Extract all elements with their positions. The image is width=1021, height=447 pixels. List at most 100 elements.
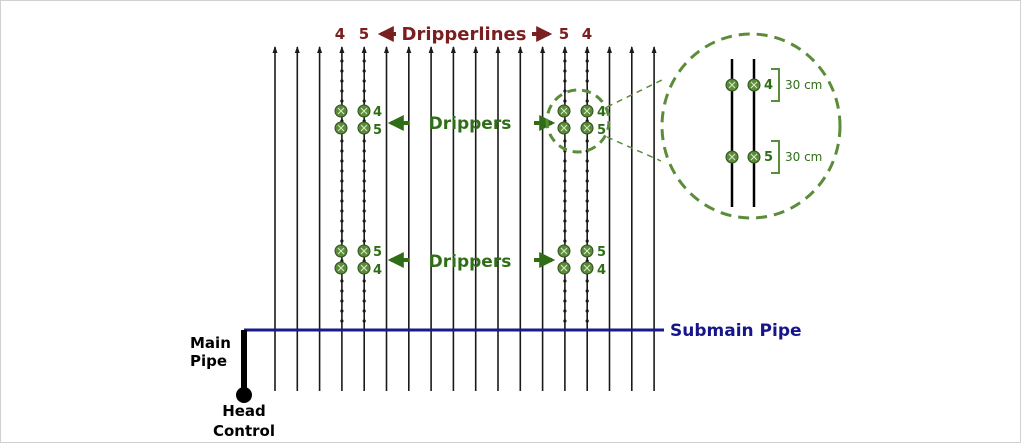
emitter-dot bbox=[340, 169, 344, 173]
drip-number: 5 bbox=[597, 245, 606, 260]
emitter-dot bbox=[362, 209, 366, 213]
emitter-dot bbox=[563, 209, 567, 213]
emitter-dot bbox=[340, 299, 344, 303]
emitter-dot bbox=[585, 229, 589, 233]
dripper-mark bbox=[560, 264, 568, 272]
emitter-dot bbox=[340, 149, 344, 153]
emitter-dot bbox=[585, 179, 589, 183]
emitter-dot bbox=[563, 239, 567, 243]
dripper-mark bbox=[560, 124, 568, 132]
emitter-dot bbox=[362, 59, 366, 63]
emitter-dot bbox=[585, 299, 589, 303]
emitter-dot bbox=[563, 139, 567, 143]
emitter-dot bbox=[362, 149, 366, 153]
dripper-mark bbox=[360, 107, 368, 115]
emitter-dot bbox=[563, 219, 567, 223]
dripper-mark bbox=[750, 81, 758, 89]
spacing-bracket bbox=[771, 140, 780, 174]
emitter-dot bbox=[563, 319, 567, 323]
emitter-dot bbox=[563, 169, 567, 173]
emitter-dot bbox=[362, 169, 366, 173]
emitter-dot bbox=[340, 209, 344, 213]
drip-number: 5 bbox=[597, 123, 606, 138]
emitter-dot bbox=[563, 189, 567, 193]
dripperline-tip bbox=[651, 46, 657, 53]
dripperline-tip bbox=[450, 46, 456, 53]
drip-number: 4 bbox=[597, 263, 606, 278]
emitter-dot bbox=[362, 319, 366, 323]
highlight-circle bbox=[545, 88, 611, 154]
emitter-dot bbox=[362, 309, 366, 313]
dripper-mark bbox=[337, 124, 345, 132]
emitter-dot bbox=[362, 79, 366, 83]
emitter-dot bbox=[340, 289, 344, 293]
emitter-dot bbox=[563, 99, 567, 103]
emitter-dot bbox=[362, 189, 366, 193]
emitter-dot bbox=[340, 189, 344, 193]
emitter-dot bbox=[563, 69, 567, 73]
dripper-mark bbox=[583, 247, 591, 255]
head-control-label-line2: Control bbox=[213, 422, 275, 440]
main-pipe-label-line2: Pipe bbox=[190, 352, 227, 370]
emitter-dot bbox=[362, 159, 366, 163]
emitter-dot bbox=[563, 199, 567, 203]
dripperline-tip bbox=[272, 46, 278, 53]
emitter-dot bbox=[340, 309, 344, 313]
top-number-left-2: 5 bbox=[359, 25, 369, 43]
emitter-dot bbox=[340, 89, 344, 93]
emitter-dot bbox=[585, 169, 589, 173]
main-pipe-label-line1: Main bbox=[190, 334, 231, 352]
emitter-dot bbox=[585, 159, 589, 163]
emitter-dot bbox=[362, 199, 366, 203]
emitter-dot bbox=[563, 279, 567, 283]
drip-number: 4 bbox=[373, 263, 382, 278]
dripperline-tip bbox=[406, 46, 412, 53]
emitter-dot bbox=[362, 69, 366, 73]
emitter-dot bbox=[340, 199, 344, 203]
head-control-valve bbox=[236, 387, 252, 403]
emitter-dot bbox=[585, 289, 589, 293]
emitter-dot bbox=[585, 79, 589, 83]
dripper-mark bbox=[560, 247, 568, 255]
dripperline-tip bbox=[339, 46, 345, 53]
emitter-dot bbox=[563, 179, 567, 183]
drip-number: 4 bbox=[597, 105, 606, 120]
emitter-dot bbox=[585, 219, 589, 223]
emitter-dot bbox=[585, 239, 589, 243]
emitter-dot bbox=[585, 189, 589, 193]
emitter-dot bbox=[362, 239, 366, 243]
spacing-bracket bbox=[771, 68, 780, 102]
dripperline-tip bbox=[540, 46, 546, 53]
drip-number: 4 bbox=[373, 105, 382, 120]
dripperline-tip bbox=[607, 46, 612, 53]
emitter-dot bbox=[585, 199, 589, 203]
emitter-dot bbox=[563, 159, 567, 163]
dripper-mark bbox=[728, 81, 736, 89]
emitter-dot bbox=[362, 139, 366, 143]
emitter-dot bbox=[563, 79, 567, 83]
emitter-dot bbox=[585, 139, 589, 143]
dripper-mark bbox=[360, 247, 368, 255]
detail-zoom: 4 5 30 cm 30 cm bbox=[660, 32, 842, 220]
dripperline-tip bbox=[517, 46, 523, 53]
drippers-label-top: Drippers bbox=[429, 114, 512, 134]
emitter-dot bbox=[563, 309, 567, 313]
emitter-dot bbox=[362, 219, 366, 223]
detail-number: 4 bbox=[764, 78, 773, 93]
detail-number: 5 bbox=[764, 150, 773, 165]
emitter-dot bbox=[340, 159, 344, 163]
emitter-dot bbox=[340, 239, 344, 243]
spacing-label-bottom: 30 cm bbox=[785, 150, 822, 164]
dripperline-tip bbox=[361, 46, 367, 53]
emitter-dot bbox=[585, 319, 589, 323]
dripperline-tip bbox=[384, 46, 389, 53]
emitter-dot bbox=[340, 319, 344, 323]
dripperline-tip bbox=[562, 46, 568, 53]
emitter-dot bbox=[563, 229, 567, 233]
emitter-dot bbox=[362, 99, 366, 103]
emitter-dot bbox=[340, 69, 344, 73]
emitter-dot bbox=[585, 279, 589, 283]
dripper-mark bbox=[360, 124, 368, 132]
dripperline-tip bbox=[495, 46, 501, 53]
emitter-dot bbox=[340, 179, 344, 183]
